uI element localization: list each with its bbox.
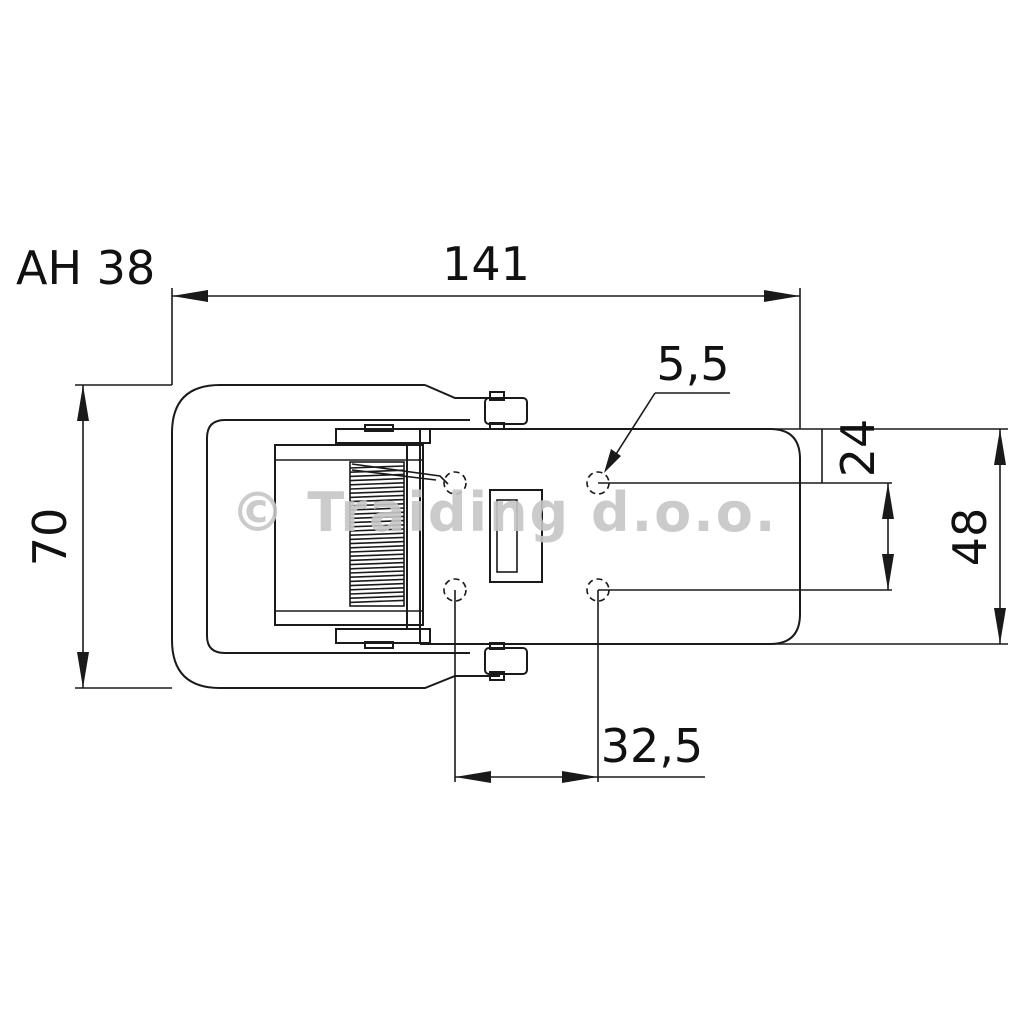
dim-plate-width — [994, 429, 1006, 644]
spring-coil — [349, 545, 405, 549]
spring-coil — [349, 536, 405, 541]
spring-coil — [349, 570, 405, 574]
watermark: © Traiding d.o.o. — [231, 481, 778, 544]
dim-hole-diameter-label: 5,5 — [656, 337, 729, 391]
dim-length-label: 141 — [442, 237, 530, 291]
spring-coil — [349, 519, 405, 524]
spring-coil — [349, 532, 405, 536]
spring-coil — [349, 486, 405, 490]
spring-arm — [351, 463, 449, 485]
dim-plate-width-label: 48 — [943, 508, 997, 567]
spring-coil — [349, 574, 405, 578]
spring-coil — [349, 591, 405, 595]
leader-hole-diameter — [604, 392, 730, 473]
extension-lines — [75, 288, 1008, 782]
dim-length — [172, 290, 800, 302]
spring-coil — [349, 582, 405, 587]
spring-coil — [349, 561, 405, 566]
spring-coil — [349, 477, 405, 482]
coil-spring — [349, 461, 405, 607]
hinge-pin-bottom — [484, 642, 528, 681]
spring-coil — [349, 511, 405, 515]
spring-coil — [349, 498, 405, 503]
dim-hole-spacing-vertical — [882, 483, 894, 590]
spring-coil — [349, 524, 405, 528]
keeper-slot — [489, 489, 543, 583]
spring-coil — [349, 540, 405, 545]
latch-hook — [171, 384, 500, 689]
model-label: AH 38 — [16, 241, 155, 295]
spring-coil — [349, 490, 405, 494]
spring-coil — [349, 595, 405, 599]
dim-offset-top-label: 24 — [831, 419, 885, 478]
spring-coil — [349, 566, 405, 570]
mounting-hole-top-left — [443, 471, 467, 495]
spring-coil — [349, 507, 405, 511]
hinge-pin-top — [484, 391, 528, 430]
dim-height — [77, 385, 89, 688]
mounting-hole-bottom-left — [443, 578, 467, 602]
dim-hole-spacing-horizontal — [455, 771, 705, 783]
base-plate — [419, 428, 801, 645]
dim-hole-spacing-label: 32,5 — [601, 719, 703, 773]
spring-coil — [349, 553, 405, 557]
spring-coil — [349, 528, 405, 532]
spring-coil — [349, 549, 405, 553]
spring-coil — [349, 587, 405, 591]
spring-coil — [349, 599, 405, 604]
spring-coil — [349, 503, 405, 507]
spring-coil — [349, 557, 405, 562]
spring-housing — [274, 424, 431, 649]
spring-coil — [349, 515, 405, 520]
dim-height-label: 70 — [23, 508, 77, 567]
spring-coil — [349, 578, 405, 583]
spring-coil — [349, 482, 405, 486]
spring-coil — [349, 494, 405, 499]
